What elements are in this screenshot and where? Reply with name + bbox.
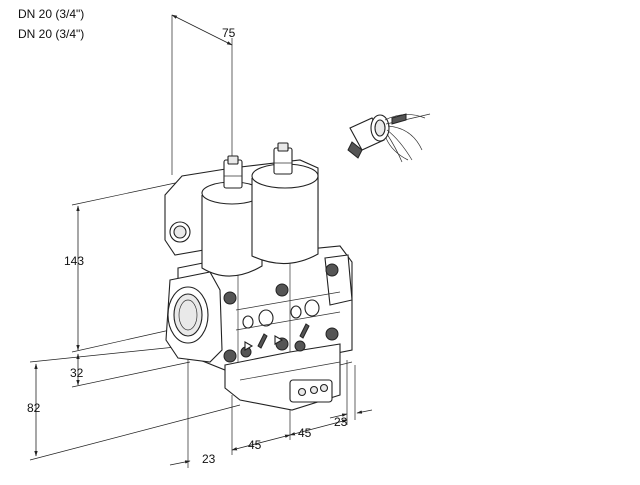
dimension-vertical-left: 143 32 [64,181,191,388]
dim-23-right-text: 23 [334,415,348,429]
dim-143-text: 143 [64,254,84,268]
dimension-82: 82 [27,344,241,461]
nominal-size-label-2: DN 20 (3/4") [18,27,85,41]
solenoid-coil-icon [201,142,319,277]
dim-32-text: 32 [70,366,84,380]
dim-82-text: 82 [27,401,41,415]
cable-connector-icon [347,113,431,163]
dim-top-text: 75 [222,26,236,40]
dim-45-b-text: 45 [298,426,312,440]
dim-45-a-text: 45 [248,438,262,452]
dimension-bottom: 23 45 45 23 [169,350,373,468]
valve-body-drawing [164,142,353,411]
dim-23-left-text: 23 [202,452,216,466]
dimension-top: 75 [171,14,236,175]
nominal-size-label-1: DN 20 (3/4") [18,7,85,21]
